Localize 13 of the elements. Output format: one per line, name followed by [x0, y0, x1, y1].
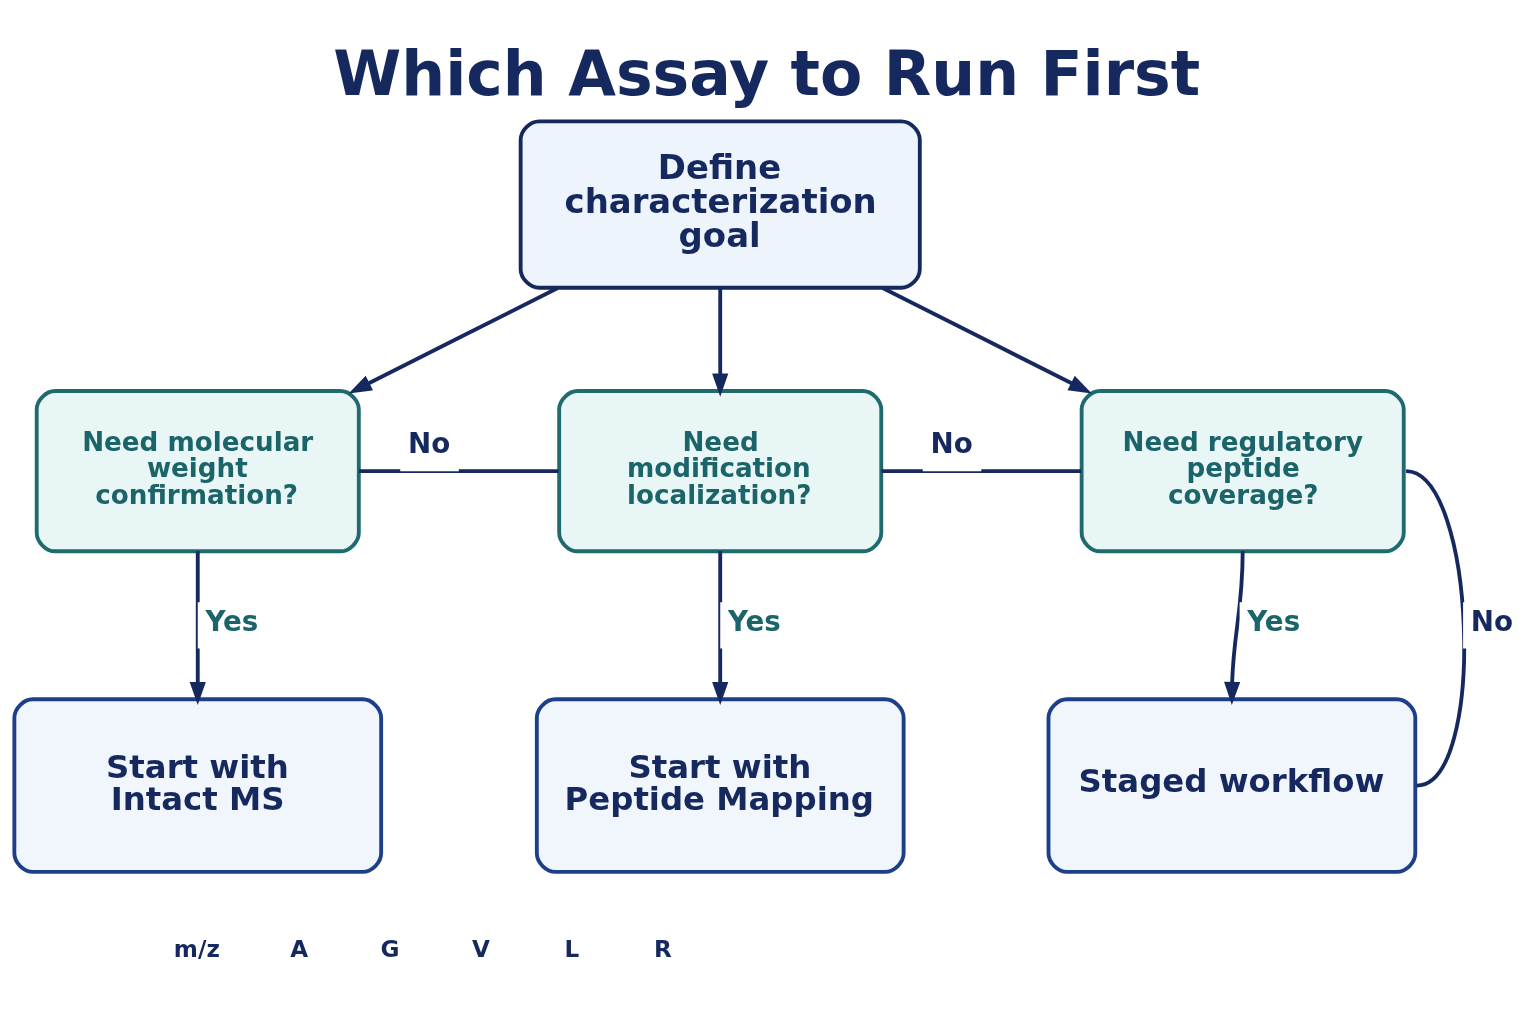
label: m/z [173, 935, 220, 962]
edge-label: Yes [205, 604, 259, 638]
edge-label: No [1470, 604, 1514, 638]
label: V [472, 935, 490, 962]
label: G [380, 935, 400, 962]
diagram-title: Which Assay to Run First [333, 38, 1201, 111]
edge-label: Yes [727, 604, 781, 638]
label: L [564, 935, 580, 962]
edge-label: No [407, 427, 451, 461]
label: R [653, 935, 672, 962]
label: A [290, 935, 309, 962]
edge-label: No [930, 427, 973, 461]
edge-label: Yes [1247, 604, 1301, 638]
